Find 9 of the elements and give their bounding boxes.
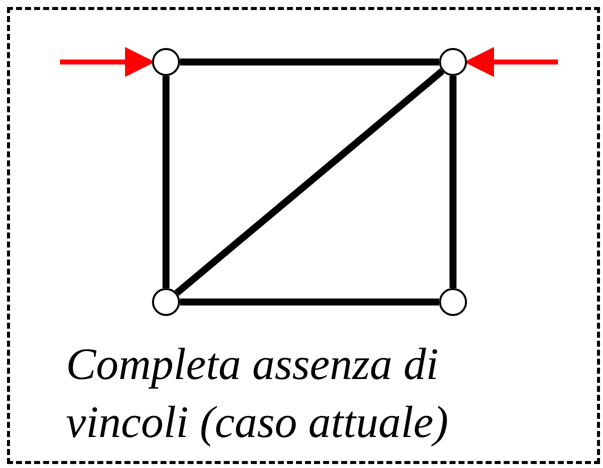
- truss-bar: [180, 298, 439, 306]
- truss-bar: [180, 58, 439, 66]
- caption: Completa assenza di vincoli (caso attuale): [66, 338, 450, 449]
- joint-circle: [152, 48, 180, 76]
- joint-circle: [439, 48, 467, 76]
- joint-circle: [152, 288, 180, 316]
- joint-circle: [439, 288, 467, 316]
- truss-bar: [174, 68, 444, 296]
- truss-bar: [162, 76, 170, 288]
